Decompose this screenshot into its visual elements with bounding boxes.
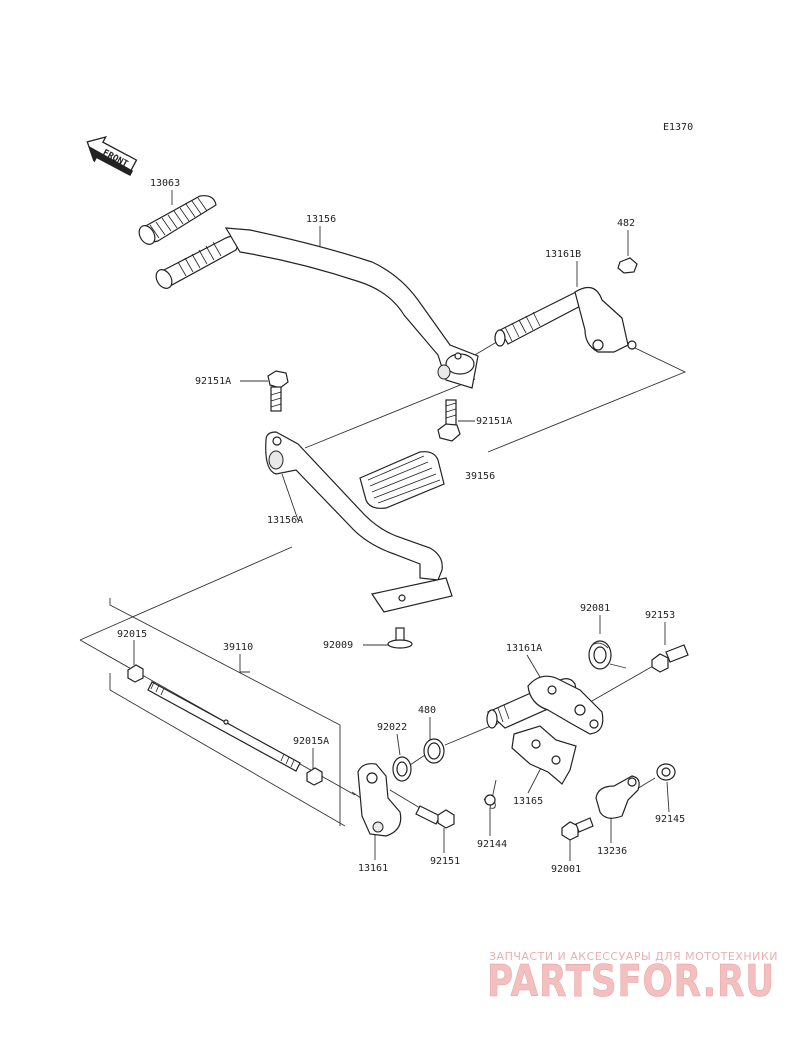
label-480: 480	[418, 705, 436, 716]
label-92015: 92015	[117, 629, 147, 640]
part-13236-arm	[595, 775, 640, 819]
label-13161b: 13161B	[545, 249, 581, 260]
part-480-circlip	[423, 738, 445, 764]
part-92081-spring	[588, 640, 627, 670]
part-13165-plate	[511, 725, 577, 785]
label-39156: 39156	[465, 471, 495, 482]
label-92151: 92151	[430, 856, 460, 867]
part-92151a-bolt-upper	[267, 370, 289, 412]
label-92145: 92145	[655, 814, 685, 825]
label-92015a: 92015A	[293, 736, 329, 747]
label-39110: 39110	[223, 642, 253, 653]
watermark-logo: PARTSFOR.RU	[487, 956, 775, 1007]
diagram-code: E1370	[663, 122, 693, 133]
label-13165: 13165	[513, 796, 543, 807]
part-92145-collar	[656, 763, 676, 781]
label-13161a: 13161A	[506, 643, 542, 654]
part-92001-bolt	[561, 817, 594, 841]
label-13161: 13161	[358, 863, 388, 874]
front-arrow-icon: FRONT	[86, 135, 138, 177]
part-13161b-shift-shaft	[494, 286, 637, 353]
label-92153: 92153	[645, 610, 675, 621]
part-39110-tie-rod	[147, 681, 301, 772]
label-13156a: 13156A	[267, 515, 303, 526]
label-13236: 13236	[597, 846, 627, 857]
part-92022-washer	[392, 756, 412, 782]
label-92151a-lower: 92151A	[476, 416, 512, 427]
part-13156-shift-lever	[155, 227, 479, 389]
label-13156: 13156	[306, 214, 336, 225]
assembly-lines	[79, 339, 687, 827]
part-13161-shift-arm	[357, 763, 402, 837]
part-92144-spring	[483, 779, 497, 809]
part-13161a-shift-shaft	[486, 675, 604, 735]
part-92015a-nut	[306, 767, 323, 786]
label-92001: 92001	[551, 864, 581, 875]
watermark-tagline: ЗАПЧАСТИ И АКСЕССУАРЫ ДЛЯ МОТОТЕХНИКИ	[489, 950, 778, 963]
part-92151-bolt	[415, 805, 455, 829]
label-92144: 92144	[477, 839, 507, 850]
label-92081: 92081	[580, 603, 610, 614]
label-482: 482	[617, 218, 635, 229]
part-92015-nut	[127, 664, 144, 683]
label-13063: 13063	[150, 178, 180, 189]
label-92151a-upper: 92151A	[195, 376, 231, 387]
label-92022: 92022	[377, 722, 407, 733]
part-92009-screw	[387, 627, 413, 649]
label-92009: 92009	[323, 640, 353, 651]
part-13156a-lever	[265, 431, 453, 613]
part-13063-rubber-grip	[138, 195, 217, 245]
part-39156-pedal-rubber	[359, 451, 445, 509]
part-92151a-bolt-lower	[437, 399, 461, 442]
watermark: ЗАПЧАСТИ И АКСЕССУАРЫ ДЛЯ МОТОТЕХНИКИ PA…	[487, 950, 778, 1007]
part-92153-bolt	[651, 644, 689, 673]
part-482-nut	[617, 257, 638, 274]
